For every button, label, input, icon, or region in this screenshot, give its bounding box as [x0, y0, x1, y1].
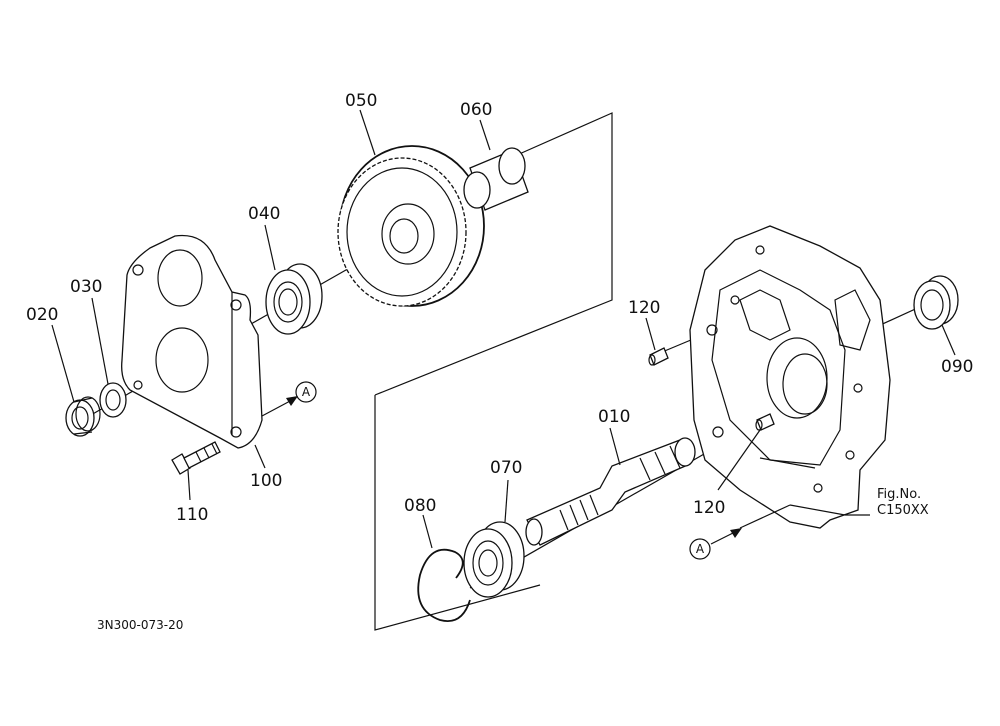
part-label-060: 060: [460, 100, 492, 120]
part-label-100: 100: [250, 471, 282, 491]
leader-120b: [717, 429, 761, 491]
leader-070: [504, 479, 509, 523]
reference-arrow-upper: A: [261, 381, 317, 417]
leader-080: [422, 514, 433, 549]
leader-110: [187, 469, 191, 501]
part-label-070: 070: [490, 458, 522, 478]
reference-marker-upper: A: [302, 385, 311, 399]
leader-040: [264, 224, 276, 271]
figure-number: C150XX: [877, 503, 929, 518]
drawing-code: 3N300-073-20: [97, 618, 183, 632]
part-label-080: 080: [404, 496, 436, 516]
reference-arrow-lower: A: [689, 504, 791, 560]
reference-marker-lower: A: [696, 542, 705, 556]
collar-060: [463, 147, 529, 211]
washer-030: [99, 382, 127, 418]
bolt-110: [171, 441, 221, 475]
part-label-110: 110: [176, 505, 208, 525]
pin-120-lower: [755, 413, 775, 431]
leader-030: [91, 297, 109, 385]
subassembly-frame: [374, 395, 541, 631]
leader-120a: [645, 317, 656, 351]
part-label-090: 090: [941, 357, 973, 377]
subassembly-frame-upper: [374, 112, 613, 396]
leader-050: [359, 109, 376, 156]
seal-090: [913, 275, 959, 330]
leader-010: [609, 427, 621, 466]
gear-050: [337, 145, 485, 307]
part-label-020: 020: [26, 305, 58, 325]
leader-090: [941, 324, 956, 356]
figure-label: Fig.No.: [877, 487, 921, 502]
part-label-050: 050: [345, 91, 377, 111]
leader-060: [479, 119, 491, 151]
part-label-120-lower: 120: [693, 498, 725, 518]
leader-figure: [789, 504, 870, 516]
pin-120-upper: [648, 347, 669, 366]
leader-100: [254, 444, 266, 469]
bracket-plate-100: [121, 234, 263, 449]
part-label-030: 030: [70, 277, 102, 297]
part-label-010: 010: [598, 407, 630, 427]
leader-020: [51, 324, 75, 403]
snap-ring-080: [417, 548, 471, 622]
shaft-010: [525, 437, 696, 546]
part-label-120-upper: 120: [628, 298, 660, 318]
oil-seal-020: [65, 396, 101, 437]
bearing-040: [265, 263, 323, 335]
transmission-housing: [689, 225, 891, 529]
bearing-070: [463, 521, 525, 598]
part-label-040: 040: [248, 204, 280, 224]
